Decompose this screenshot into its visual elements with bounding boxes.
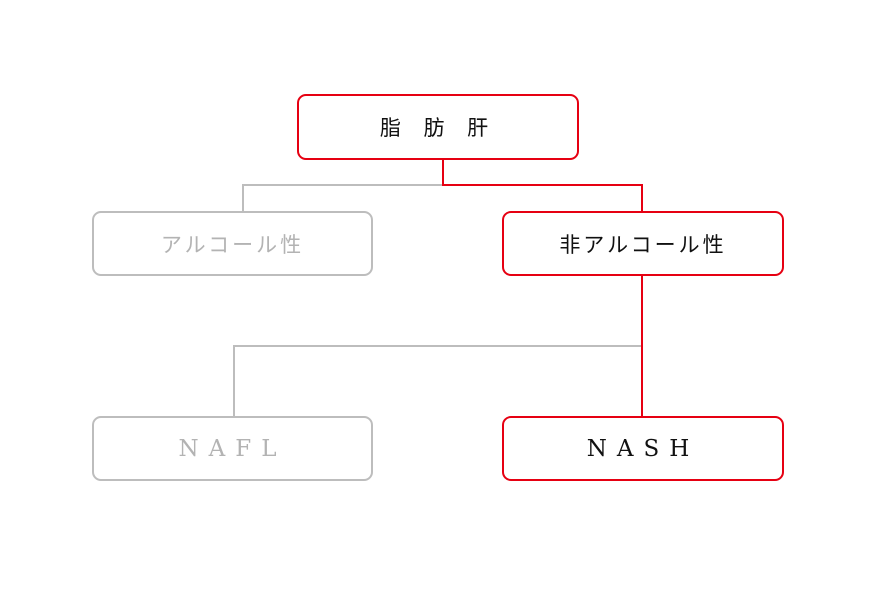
node-alcoholic-label: アルコール性 bbox=[160, 232, 305, 257]
node-non-alcoholic: 非アルコール性 bbox=[502, 211, 784, 276]
node-nash-label: NASH bbox=[586, 435, 700, 462]
node-alcoholic: アルコール性 bbox=[92, 211, 373, 276]
node-fatty-liver-label: 脂 肪 肝 bbox=[379, 116, 497, 140]
node-nafl-label: NAFL bbox=[178, 435, 287, 462]
node-non-alcoholic-label: 非アルコール性 bbox=[559, 232, 727, 257]
connector-root-to-alcoholic bbox=[242, 184, 443, 211]
node-fatty-liver: 脂 肪 肝 bbox=[297, 94, 579, 160]
connector-nonalcoholic-to-nafl bbox=[233, 345, 642, 416]
node-nafl: NAFL bbox=[92, 416, 373, 481]
node-nash: NASH bbox=[502, 416, 784, 481]
connector-root-to-nonalcoholic bbox=[442, 160, 643, 211]
